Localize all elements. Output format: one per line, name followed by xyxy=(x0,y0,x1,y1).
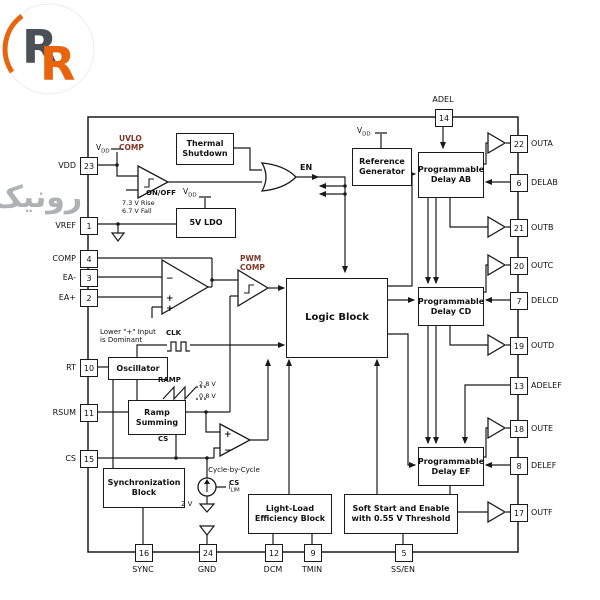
ramp-label: RAMP xyxy=(158,376,181,384)
pin-ea-minus: 3 xyxy=(80,269,98,287)
pin-ss-en: 5 xyxy=(395,544,413,562)
vdd-supply-label-refgen: VDD xyxy=(357,126,371,138)
pin-comp: 4 xyxy=(80,250,98,268)
pin-outa: 22 xyxy=(510,135,528,153)
pwm-comp-label: PWM COMP xyxy=(240,254,265,272)
programmable-delay-ab-block: Programmable Delay AB xyxy=(418,152,484,198)
logo-letter-orange: R xyxy=(40,37,75,91)
light-load-efficiency-block: Light-Load Efficiency Block xyxy=(248,494,332,534)
output-buffers xyxy=(487,131,507,524)
logo-letter-dark: R xyxy=(22,20,57,74)
pin-label-vref: VREF xyxy=(55,221,76,230)
programmable-delay-cd-block: Programmable Delay CD xyxy=(418,287,484,326)
pin-delcd: 7 xyxy=(510,292,528,310)
pin-outf: 17 xyxy=(510,504,528,522)
cs-label-ramp-branch: CS xyxy=(158,435,169,443)
pin-outb: 21 xyxy=(510,219,528,237)
clk-label: CLK xyxy=(166,329,182,337)
pin-label-ss-en: SS/EN xyxy=(391,565,415,574)
pin-vdd: 23 xyxy=(80,157,98,175)
pin-vref: 1 xyxy=(80,217,98,235)
pin-label-rsum: RSUM xyxy=(52,408,76,417)
soft-start-enable-block: Soft Start and Enable with 0.55 V Thresh… xyxy=(344,494,458,534)
pin-cs: 15 xyxy=(80,450,98,468)
pin-rt: 10 xyxy=(80,359,98,377)
pin-label-vdd: VDD xyxy=(58,161,76,170)
pin-label-adel: ADEL xyxy=(432,95,454,104)
error-amp-plus2: + xyxy=(166,304,174,314)
ilim-comp-minus: − xyxy=(224,446,232,456)
logic-block: Logic Block xyxy=(286,278,388,358)
programmable-delay-ef-block: Programmable Delay EF xyxy=(418,447,484,486)
pin-sync: 16 xyxy=(135,544,153,562)
comparator-symbols xyxy=(144,178,254,492)
ramp-summing-block: Ramp Summing xyxy=(128,400,186,435)
watermark-text: رونیک xyxy=(0,180,83,215)
comparators-and-gates xyxy=(137,162,297,497)
ramp-high-label: 2.8 V xyxy=(199,380,216,388)
error-amp-plus1: + xyxy=(166,294,174,304)
pin-outd: 19 xyxy=(510,337,528,355)
vdd-supply-label-ldo: VDD xyxy=(183,187,197,199)
two-volt-label: 2 V xyxy=(181,500,193,508)
uvlo-comp-label: UVLO COMP xyxy=(119,134,144,152)
pin-label-outb: OUTB xyxy=(531,223,554,232)
wires xyxy=(97,126,510,552)
pin-adel: 14 xyxy=(435,109,453,127)
pin-label-tmin: TMIN xyxy=(301,565,323,574)
logo-arc xyxy=(2,13,24,74)
pin-ea-plus: 2 xyxy=(80,289,98,307)
synchronization-block: Synchronization Block xyxy=(103,468,185,508)
pin-label-ea-plus: EA+ xyxy=(58,293,76,302)
pin-tmin: 9 xyxy=(304,544,322,562)
pin-label-delef: DELEF xyxy=(531,461,557,470)
on-off-label: ON/OFF xyxy=(146,189,176,197)
en-label: EN xyxy=(300,163,313,172)
thermal-shutdown-block: Thermal Shutdown xyxy=(176,133,234,165)
pin-label-outf: OUTF xyxy=(531,508,553,517)
current-source-arrow xyxy=(204,479,210,484)
vdd-supply-label-uvlo: VDD xyxy=(96,143,110,155)
junction-dots xyxy=(115,163,347,460)
pin-label-sync: SYNC xyxy=(132,565,154,574)
pin-adelef: 13 xyxy=(510,377,528,395)
pin-gnd: 24 xyxy=(199,544,217,562)
pin-label-adelef: ADELEF xyxy=(531,381,562,390)
pin-label-outc: OUTC xyxy=(531,261,554,270)
cycle-by-cycle-ilim-label: Cycle-by-Cycle ILIM xyxy=(208,466,260,494)
pin-label-dcm: DCM xyxy=(263,565,283,574)
oscillator-block: Oscillator xyxy=(108,357,168,380)
pin-label-comp: COMP xyxy=(52,254,76,263)
pin-delab: 6 xyxy=(510,174,528,192)
ilim-comp-plus: + xyxy=(224,430,232,440)
pin-label-outd: OUTD xyxy=(531,341,555,350)
ramp-low-label: 0.8 V xyxy=(199,392,216,400)
pin-label-outa: OUTA xyxy=(531,139,553,148)
error-amp-minus: − xyxy=(166,274,174,284)
pin-label-delcd: DELCD xyxy=(531,296,559,305)
pin-label-gnd: GND xyxy=(197,565,217,574)
pin-label-cs: CS xyxy=(65,454,76,463)
ground-symbols xyxy=(110,232,216,536)
pin-oute: 18 xyxy=(510,420,528,438)
ldo-block: 5V LDO xyxy=(176,208,236,238)
pin-label-ea-minus: EA- xyxy=(62,273,76,282)
pin-label-rt: RT xyxy=(66,363,76,372)
cs-label-current-source: CS xyxy=(229,479,240,487)
pin-rsum: 11 xyxy=(80,404,98,422)
reference-generator-block: Reference Generator xyxy=(352,148,412,186)
amp-input-signs: − + + + − xyxy=(166,274,232,456)
pin-outc: 20 xyxy=(510,257,528,275)
lower-input-dominant-note: Lower "+" Input is Dominant xyxy=(100,328,156,345)
ic-outline xyxy=(87,116,519,553)
pin-label-delab: DELAB xyxy=(531,178,558,187)
pin-delef: 8 xyxy=(510,457,528,475)
pin-label-oute: OUTE xyxy=(531,424,554,433)
site-logo: R R xyxy=(2,3,95,95)
pin-dcm: 12 xyxy=(265,544,283,562)
